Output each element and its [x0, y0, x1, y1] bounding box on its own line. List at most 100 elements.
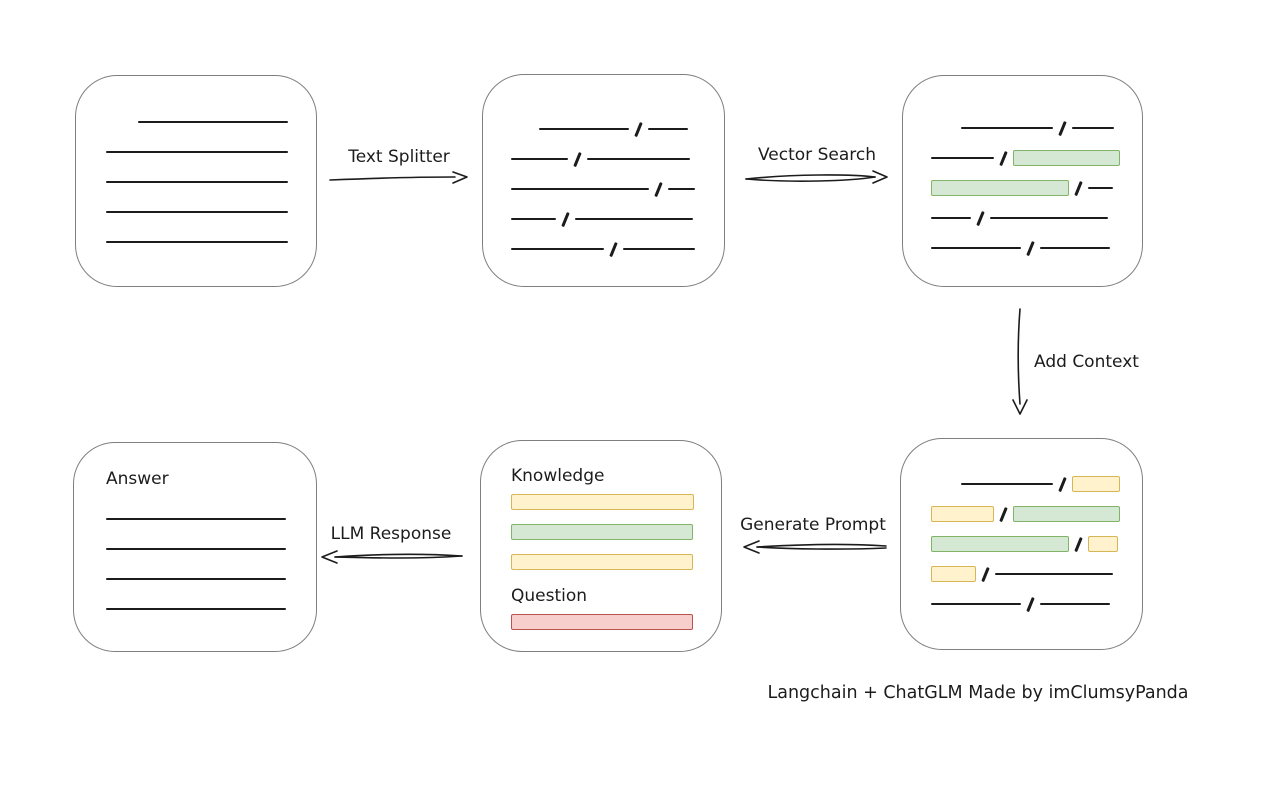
text-line [106, 241, 288, 243]
text-row [106, 534, 298, 564]
text-row [931, 113, 1142, 143]
text-row [106, 137, 316, 167]
text-line [586, 158, 690, 160]
context-node [900, 438, 1143, 650]
text-row [511, 234, 724, 264]
text-line [931, 157, 994, 159]
diagram-caption: Langchain + ChatGLM Made by imClumsyPand… [767, 683, 1189, 703]
text-row [931, 173, 1142, 203]
spacer [511, 129, 539, 130]
document-node [75, 75, 317, 287]
text-line [106, 151, 288, 153]
text-line [106, 518, 286, 520]
slash-separator [999, 150, 1008, 166]
text-line [647, 128, 688, 130]
split-chunks-node [482, 74, 725, 287]
answer-node: Answer [73, 442, 317, 652]
text-row [511, 144, 724, 174]
slash-separator [1074, 180, 1083, 196]
spacer [931, 128, 961, 129]
text-row [931, 233, 1142, 263]
text-line [1071, 127, 1114, 129]
spacer [931, 484, 961, 485]
knowledge-label: Knowledge [511, 466, 605, 486]
add-context-arrow-icon [1012, 308, 1028, 415]
text-line [989, 217, 1108, 219]
text-line [511, 188, 649, 190]
text-row [511, 547, 703, 577]
text-line [106, 548, 286, 550]
llm-response-arrow-icon [321, 550, 463, 564]
chunk-green [931, 536, 1069, 552]
text-row [511, 174, 724, 204]
slash-separator [561, 211, 570, 227]
knowledge-chunks [511, 487, 703, 577]
text-line [539, 128, 629, 130]
text-line [574, 218, 693, 220]
vector-matches-node [902, 75, 1143, 287]
slash-separator [1026, 240, 1035, 256]
chunk-yellow [1087, 536, 1118, 552]
chunk-green [931, 180, 1069, 196]
text-splitter-arrow-icon [329, 171, 468, 184]
generate-prompt-label: Generate Prompt [740, 515, 886, 535]
slash-separator [573, 151, 582, 167]
answer-lines [106, 504, 298, 624]
text-line [1087, 187, 1113, 189]
answer-label: Answer [106, 469, 169, 489]
text-line [931, 247, 1021, 249]
text-row [511, 114, 724, 144]
slash-separator [999, 506, 1008, 522]
question-chunk [511, 607, 703, 637]
text-row [931, 499, 1142, 529]
text-line [106, 211, 288, 213]
text-line [961, 483, 1053, 485]
chunk-green [511, 524, 693, 540]
slash-separator [634, 121, 643, 137]
text-row [931, 559, 1142, 589]
slash-separator [981, 566, 990, 582]
document-lines [76, 76, 316, 257]
text-row [106, 594, 298, 624]
slash-separator [1058, 476, 1067, 492]
chunk-green [1012, 150, 1120, 166]
text-line [106, 181, 288, 183]
text-row [511, 517, 703, 547]
chunk-yellow [511, 554, 693, 570]
add-context-label: Add Context [1034, 352, 1139, 372]
text-line [1039, 603, 1110, 605]
chunk-red [511, 614, 693, 630]
chunk-green [1012, 506, 1120, 522]
chunk-yellow [931, 566, 976, 582]
text-row [106, 504, 298, 534]
text-row [106, 227, 316, 257]
slash-separator [609, 241, 618, 257]
text-line [931, 217, 971, 219]
text-row [931, 203, 1142, 233]
text-line [511, 248, 604, 250]
text-splitter-label: Text Splitter [348, 147, 450, 167]
text-row [106, 167, 316, 197]
text-row [511, 204, 724, 234]
chunk-yellow [1071, 476, 1120, 492]
llm-response-label: LLM Response [330, 524, 452, 544]
text-line [106, 608, 286, 610]
text-line [106, 578, 286, 580]
text-line [511, 158, 568, 160]
slash-separator [976, 210, 985, 226]
split-chunks-lines [483, 75, 724, 264]
chunk-yellow [931, 506, 994, 522]
text-line [622, 248, 695, 250]
vector-search-arrow-icon [745, 170, 888, 184]
generate-prompt-arrow-icon [743, 540, 887, 554]
text-line [961, 127, 1053, 129]
vector-matches-lines [903, 76, 1142, 263]
context-lines [901, 439, 1142, 619]
chunk-yellow [511, 494, 694, 510]
text-line [1039, 247, 1110, 249]
text-line [511, 218, 556, 220]
question-label: Question [511, 586, 588, 606]
slash-separator [654, 181, 663, 197]
text-row [931, 143, 1142, 173]
